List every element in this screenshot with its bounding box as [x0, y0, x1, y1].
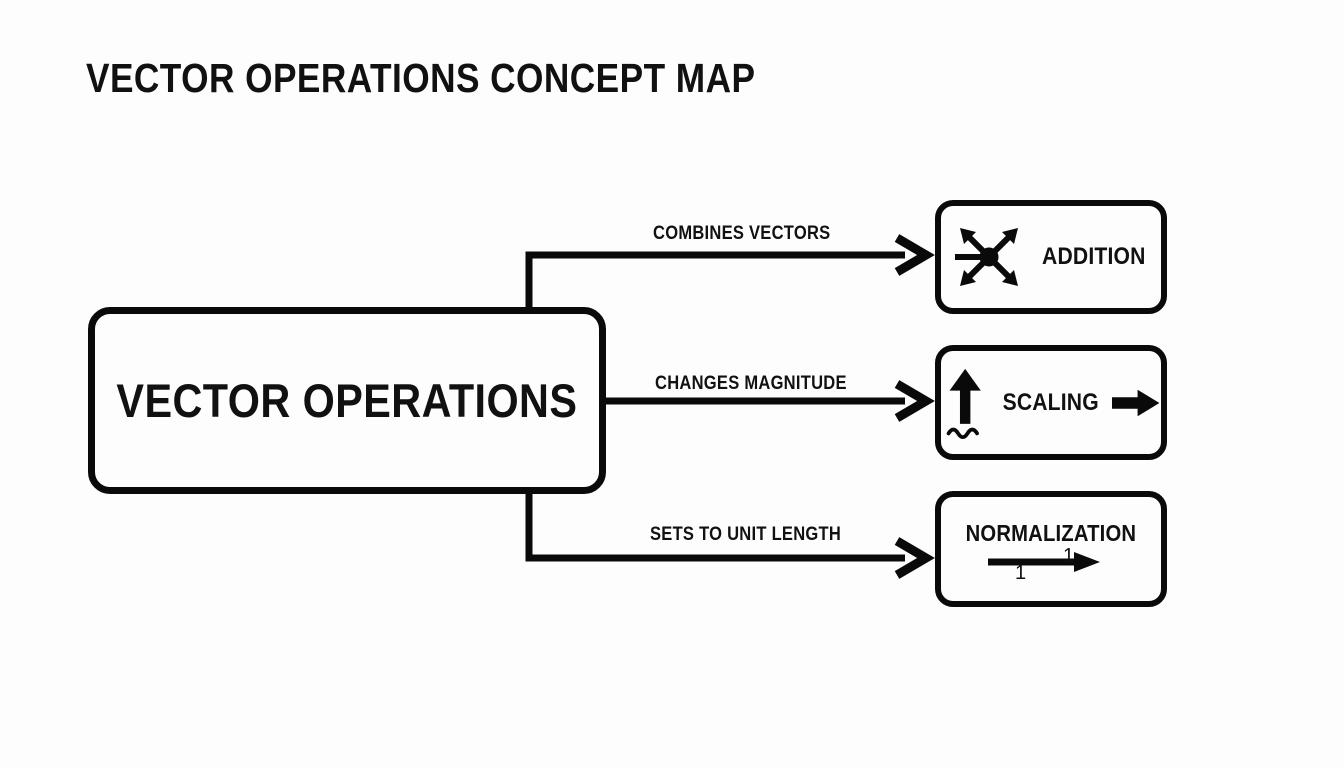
edge-label-combines-vectors: COMBINES VECTORS [653, 223, 831, 244]
node-addition[interactable]: ADDITION [935, 200, 1167, 314]
four-way-arrow-star-icon [955, 228, 1019, 286]
node-addition-label: ADDITION [1042, 243, 1146, 270]
node-normalization[interactable]: NORMALIZATION [935, 491, 1167, 607]
node-normalization-label: NORMALIZATION [965, 519, 1137, 546]
node-scaling-label: SCALING [1002, 388, 1100, 416]
root-node-label: VECTOR OPERATIONS [116, 374, 578, 427]
center-dot-icon [979, 247, 999, 267]
unit-vector-arrow-icon [988, 551, 1100, 572]
up-arrow-with-wave-icon [946, 368, 981, 439]
node-normalization-content: NORMALIZATION [941, 497, 1161, 601]
node-scaling-content: SCALING [941, 351, 1161, 454]
normalization-length-value: 1 [1015, 562, 1027, 584]
page-title: VECTOR OPERATIONS CONCEPT MAP [86, 55, 756, 101]
right-block-arrow-icon [1111, 389, 1160, 416]
edge-label-changes-magnitude: CHANGES MAGNITUDE [655, 373, 847, 394]
arrowhead-group [960, 228, 1019, 286]
node-scaling[interactable]: SCALING [935, 345, 1167, 460]
normalization-head-value: 1 [1063, 545, 1075, 567]
wave-line-icon [946, 427, 979, 439]
edge-label-sets-to-unit-length: SETS TO UNIT LENGTH [650, 524, 842, 545]
node-addition-content: ADDITION [941, 206, 1161, 308]
root-node-vector-operations[interactable]: VECTOR OPERATIONS [88, 307, 606, 494]
